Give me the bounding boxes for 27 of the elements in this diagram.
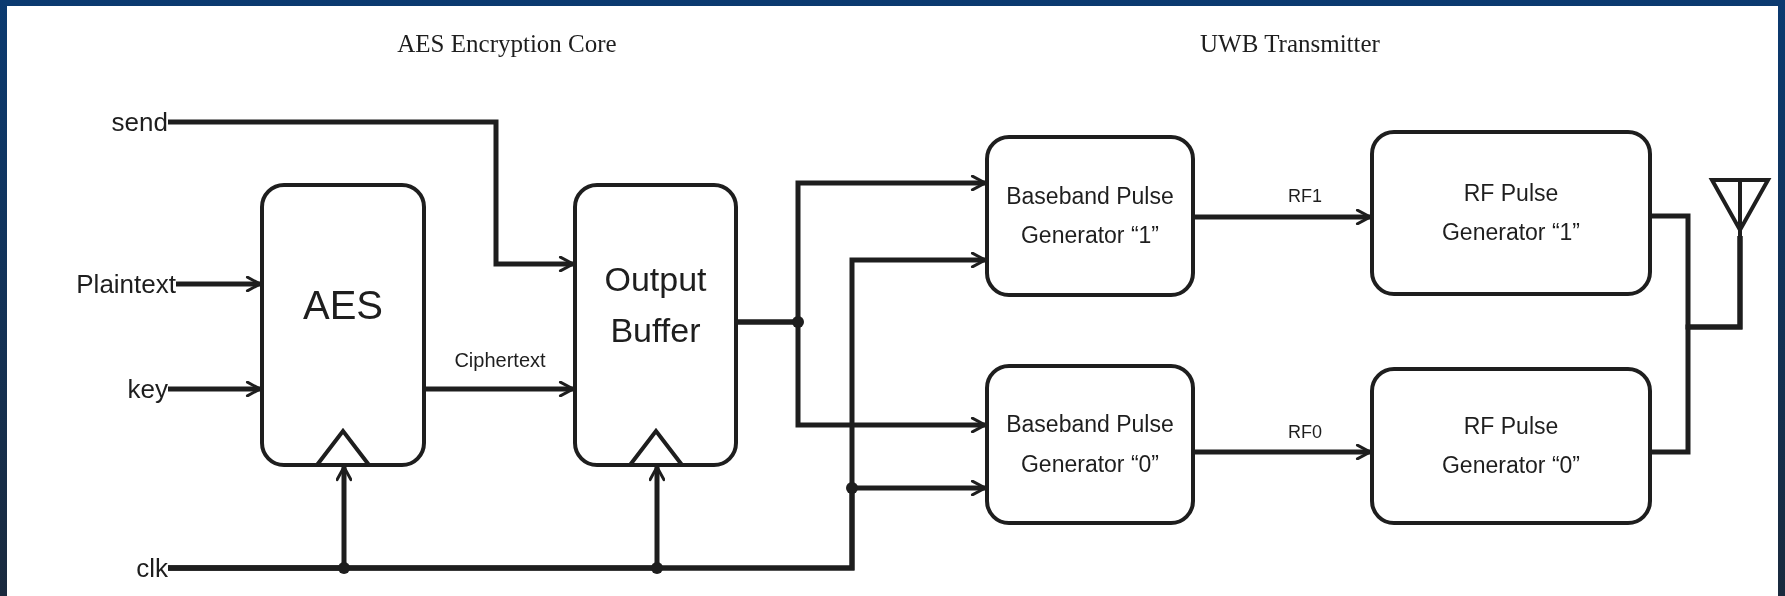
block-title: Baseband Pulse Generator “1” [1005, 181, 1175, 250]
section-title: UWB Transmitter [1200, 30, 1380, 58]
block-box [260, 183, 426, 467]
arrow [738, 319, 987, 434]
arrow [168, 479, 987, 571]
signal-label: send [60, 106, 168, 138]
arrow [1195, 208, 1372, 226]
signal-label: Plaintext [20, 268, 176, 300]
block-title: Output Buffer [603, 259, 708, 351]
arrow [1195, 443, 1372, 461]
block-title: AES [302, 282, 383, 329]
block-box [573, 183, 738, 467]
block-box [1370, 130, 1652, 296]
arrow [426, 380, 575, 398]
block-box [985, 364, 1195, 525]
signal-label: clk [60, 552, 168, 584]
connector-line [1652, 236, 1743, 455]
arrow [168, 380, 262, 398]
arrow [168, 119, 575, 273]
block-title: RF Pulse Generator “1” [1440, 178, 1582, 247]
block-title: RF Pulse Generator “0” [1440, 411, 1582, 480]
block-box [985, 135, 1195, 297]
arrow [176, 275, 262, 293]
section-title: AES Encryption Core [397, 30, 617, 58]
block-title: Baseband Pulse Generator “0” [1005, 410, 1175, 479]
block-box [1370, 367, 1652, 525]
signal-label: key [60, 373, 168, 405]
